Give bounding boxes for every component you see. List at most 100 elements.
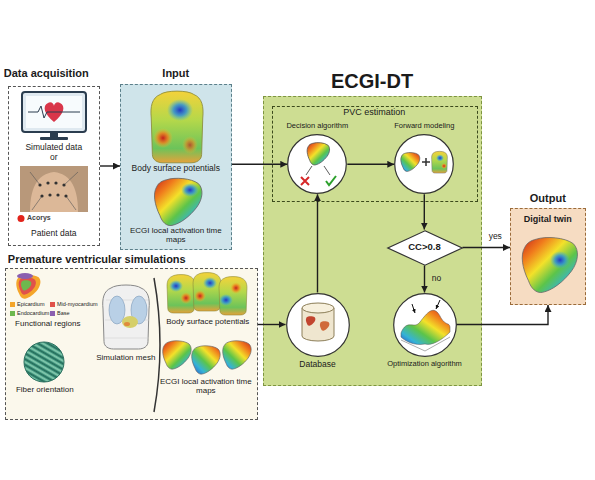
potential-spot (203, 277, 217, 289)
flow-arrow (463, 247, 511, 248)
circle-shape (393, 293, 456, 356)
torso-map (151, 91, 203, 163)
potential-spot (153, 128, 173, 148)
text-slot: Data acquisition (4, 67, 114, 79)
step-label: Database (273, 360, 363, 370)
legend-swatch (50, 311, 55, 316)
text-slot: Simulation mesh (92, 354, 160, 363)
torso-outline (167, 275, 195, 313)
step-label: Decision algorithm (277, 122, 357, 130)
text-slot: yes (489, 232, 502, 242)
text-slot: Body surface potentials (123, 164, 229, 174)
torso-outline (193, 273, 221, 311)
circle-shape (286, 293, 349, 356)
potential-spot (182, 136, 198, 154)
text-slot: ECGI-DT (263, 70, 482, 92)
potential-spot (194, 290, 206, 302)
region-base (17, 273, 33, 279)
monitor-base (40, 137, 68, 140)
flow-arrow (232, 164, 287, 165)
activation-spot (550, 251, 570, 269)
patient-torso (30, 172, 78, 212)
text-slot: no (432, 274, 441, 284)
text-slot: Forward modeling (384, 122, 464, 130)
patient-photo (20, 166, 88, 212)
diamond-shape (387, 230, 461, 264)
legend-text: Base (57, 310, 70, 316)
text-slot: Simulated data (12, 143, 96, 153)
heart-sample (320, 321, 329, 330)
monitor-stand (50, 132, 58, 137)
torso-map (167, 275, 195, 313)
potential-spot (436, 155, 444, 162)
text-slot: CC>0.8 (387, 242, 463, 253)
text-slot: ECGI local activation time maps (123, 227, 229, 245)
text-slot: Output (510, 192, 586, 204)
text-slot: Decision algorithm (277, 122, 357, 130)
item-caption: Fiber orientation (6, 386, 84, 395)
item-caption: Body surface potentials (162, 318, 254, 327)
text-slot: ECGI local activation time maps (158, 378, 254, 396)
heart-sample (306, 316, 315, 325)
torso-map (193, 273, 221, 311)
item-caption: Body surface potentials (123, 164, 229, 174)
text-slot: Body surface potentials (162, 318, 254, 327)
estimation-group: PVC estimationDecision algorithm Forward … (272, 106, 478, 202)
item-caption: or (12, 153, 96, 163)
text-slot: Patient data (12, 229, 96, 239)
item-caption: ECGI local activation time maps (158, 378, 254, 396)
mesh-heart (122, 316, 138, 328)
flow-arrow (424, 194, 425, 229)
panel-heading: Input (126, 67, 226, 79)
condition-text: CC>0.8 (387, 242, 463, 253)
legend-text: Mid-myocardium (57, 301, 98, 307)
item-caption: Simulation mesh (92, 354, 160, 363)
pipeline-panel: ECGI-DTPVC estimationDecision algorithmF… (263, 96, 482, 386)
text-slot: Functional regions (8, 320, 88, 329)
item-caption: Simulated data (12, 143, 96, 153)
text-slot: Input (126, 67, 226, 79)
panel-heading: Premature ventricular simulations (8, 253, 253, 265)
potential-spot (230, 282, 242, 294)
item-caption: ECGI local activation time maps (123, 227, 229, 245)
torso-outline (219, 277, 247, 315)
panel-heading: Data acquisition (4, 67, 114, 79)
region-layer (19, 277, 36, 294)
potential-spot (169, 280, 183, 292)
legend-swatch (50, 302, 55, 307)
potential-spot (180, 292, 192, 304)
legend-row: Mid-myocardium (50, 301, 98, 307)
region-layer (21, 280, 31, 290)
mesh-heart-region (124, 322, 130, 326)
text-slot: Optimization algorithm (380, 360, 470, 368)
logo-text: Acorys (27, 214, 51, 222)
monitor-icon (22, 92, 86, 132)
legend-row: Base (50, 310, 70, 316)
panel-heading: Output (510, 192, 586, 204)
legend-text: Epicardium (17, 301, 45, 307)
text-slot: Acorys (27, 214, 51, 222)
torso-map (219, 277, 247, 315)
legend-row: Endocardium (10, 310, 49, 316)
step-label: Optimization algorithm (380, 360, 470, 368)
flow-arrow (258, 324, 286, 325)
text-slot: PVC estimation (271, 107, 477, 117)
mesh-torso (103, 285, 150, 349)
edge-label: yes (489, 232, 502, 242)
torso-icon (432, 151, 448, 173)
torso-outline (151, 91, 203, 163)
monitor-screen (26, 96, 82, 128)
threshold-diamond: CC>0.8 (387, 230, 463, 266)
text-slot: Digital twin (512, 214, 584, 224)
potential-spot (441, 163, 447, 169)
circle-shape (395, 135, 454, 194)
item-caption: Functional regions (8, 320, 88, 329)
flow-arrow (100, 165, 120, 166)
logo-mark (18, 215, 25, 222)
edge-label: no (432, 274, 441, 284)
ecg-trace (28, 106, 80, 118)
activation-spot (181, 183, 199, 197)
